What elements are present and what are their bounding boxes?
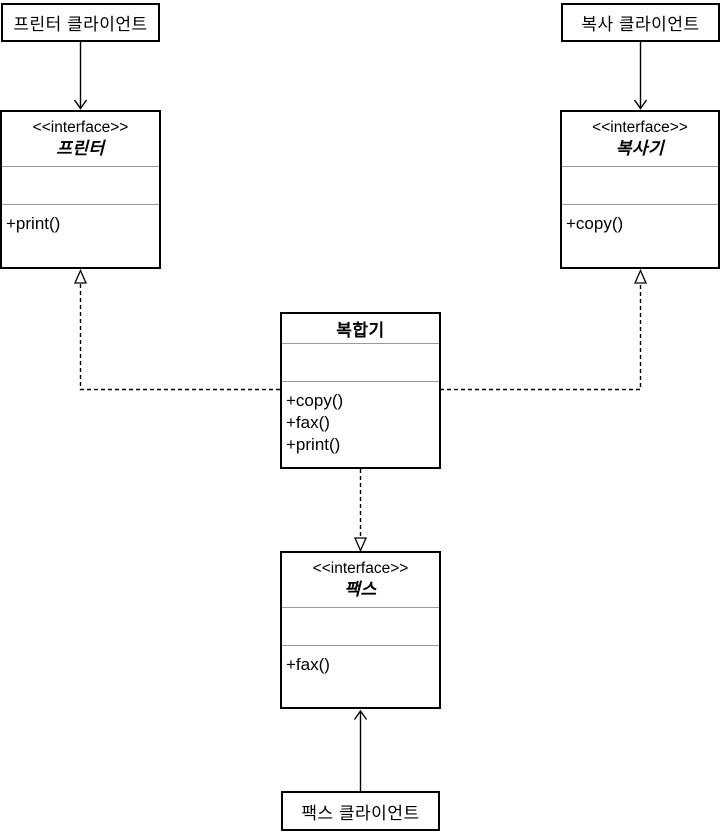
method-fax: +fax() bbox=[286, 413, 330, 432]
edge-realization-printer bbox=[74, 268, 280, 391]
edge-printer-client-association bbox=[73, 42, 88, 110]
copy-client-label: 복사 클라이언트 bbox=[581, 15, 700, 34]
node-copier-interface: <<interface>> 복사기 +copy() bbox=[560, 110, 720, 269]
copier-interface-attributes bbox=[562, 166, 718, 204]
edge-realization-copier bbox=[440, 268, 647, 391]
open-arrowhead-up-icon bbox=[353, 709, 368, 720]
stereotype-label: <<interface>> bbox=[32, 119, 129, 136]
node-copy-client: 복사 클라이언트 bbox=[561, 3, 720, 42]
multifunction-class-name: 복합기 bbox=[336, 321, 385, 340]
node-multifunction-class: 복합기 +copy() +fax() +print() bbox=[280, 312, 441, 469]
method-print: +print() bbox=[286, 435, 341, 454]
method-fax: +fax() bbox=[286, 655, 330, 674]
open-arrowhead-down-icon bbox=[633, 99, 648, 110]
fax-interface-header: <<interface>> 팩스 bbox=[282, 553, 439, 607]
edge-copy-client-association bbox=[633, 42, 648, 110]
stereotype-label: <<interface>> bbox=[592, 119, 688, 136]
copier-interface-methods: +copy() bbox=[562, 204, 718, 267]
fax-interface-name: 팩스 bbox=[344, 580, 377, 599]
multifunction-class-attributes bbox=[282, 343, 439, 381]
hollow-triangle-arrowhead-up-icon bbox=[634, 268, 647, 284]
multifunction-class-methods: +copy() +fax() +print() bbox=[282, 381, 439, 467]
open-arrowhead-down-icon bbox=[73, 99, 88, 110]
copier-interface-name: 복사기 bbox=[615, 139, 665, 158]
printer-interface-attributes bbox=[2, 166, 159, 204]
fax-client-label: 팩스 클라이언트 bbox=[301, 803, 420, 823]
fax-interface-attributes bbox=[282, 607, 439, 645]
node-printer-interface: <<interface>> 프린터 +print() bbox=[0, 110, 161, 269]
node-fax-client: 팩스 클라이언트 bbox=[281, 791, 440, 831]
method-copy: +copy() bbox=[286, 391, 344, 410]
edge-realization-fax bbox=[354, 469, 367, 553]
node-fax-interface: <<interface>> 팩스 +fax() bbox=[280, 551, 441, 709]
printer-client-label: 프린터 클라이언트 bbox=[13, 15, 148, 34]
stereotype-label: <<interface>> bbox=[312, 560, 409, 577]
printer-interface-name: 프린터 bbox=[56, 139, 105, 158]
hollow-triangle-arrowhead-up-icon bbox=[74, 268, 87, 284]
fax-interface-methods: +fax() bbox=[282, 645, 439, 707]
hollow-triangle-arrowhead-down-icon bbox=[354, 537, 367, 553]
edge-fax-client-association bbox=[353, 709, 368, 791]
method-copy: +copy() bbox=[566, 214, 624, 233]
node-printer-client: 프린터 클라이언트 bbox=[1, 3, 160, 42]
printer-interface-header: <<interface>> 프린터 bbox=[2, 112, 159, 166]
copier-interface-header: <<interface>> 복사기 bbox=[562, 112, 718, 166]
method-print: +print() bbox=[6, 214, 61, 233]
printer-interface-methods: +print() bbox=[2, 204, 159, 267]
multifunction-class-header: 복합기 bbox=[282, 314, 439, 343]
